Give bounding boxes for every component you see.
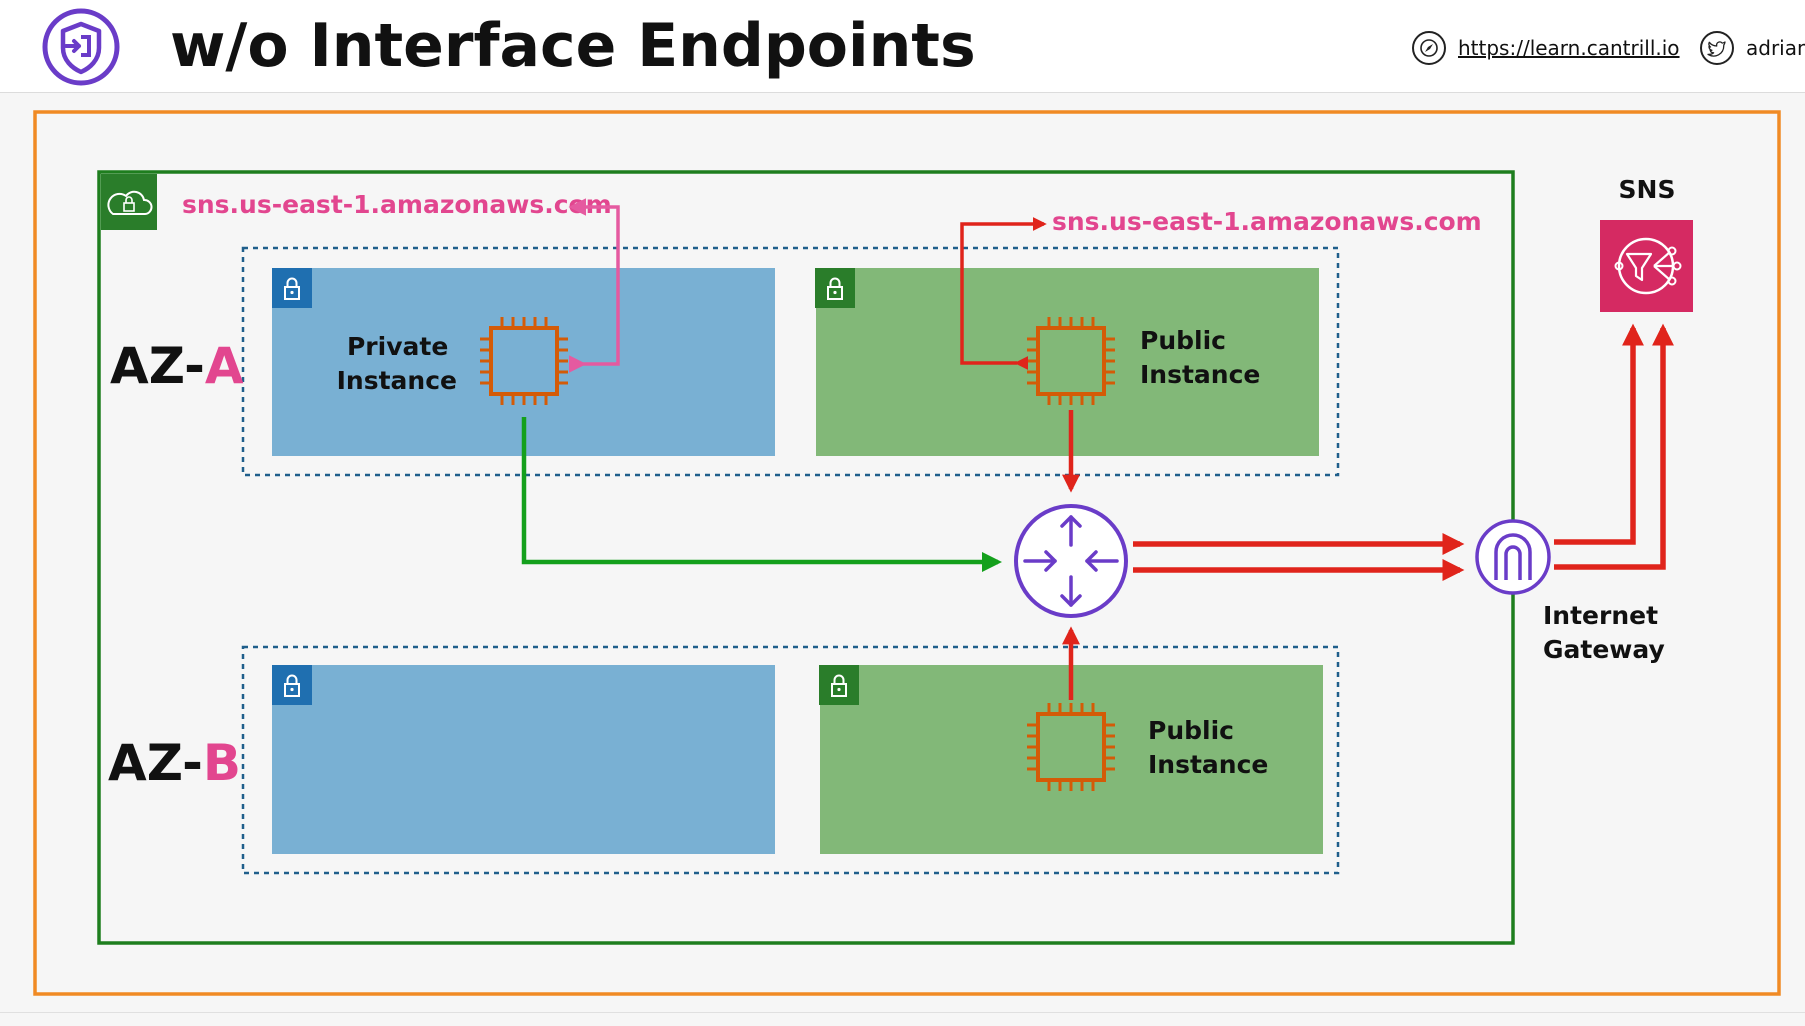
twitter-icon [1700,31,1734,65]
lock-icon [818,664,860,706]
igw-to-sns-arrow-2 [1554,323,1674,570]
az-b-label: AZ-B [108,734,241,792]
dns-lookup-arrow-public [960,217,1047,370]
dns-lookup-arrow-private [568,198,620,373]
website-link-group[interactable]: https://learn.cantrill.io [1412,28,1680,68]
sns-label: SNS [1619,175,1676,204]
private-subnet-b [272,665,775,854]
lock-icon [814,267,856,309]
shield-arrow-logo-icon [42,8,120,86]
sns-endpoint-label-right: sns.us-east-1.amazonaws.com [1052,207,1482,236]
page-title: w/o Interface Endpoints [170,11,976,81]
igw-to-sns-arrow-1 [1554,323,1644,545]
region-boundary [33,110,1781,996]
router-icon [1014,504,1128,618]
internet-gateway-label: Internet Gateway [1543,601,1667,664]
public-instance-a-label: Public Instance [1140,326,1260,389]
public-subnet-a [816,268,1319,456]
sns-service-icon [1600,220,1693,312]
footer-divider [0,1012,1805,1013]
private-instance-label: Private Instance [337,332,457,395]
internet-gateway-icon [1475,519,1551,595]
twitter-handle[interactable]: adrian [1746,36,1805,60]
sns-endpoint-label-left: sns.us-east-1.amazonaws.com [182,190,612,219]
az-a-boundary [241,246,1340,477]
lock-icon [271,664,313,706]
lock-icon [271,267,313,309]
public-instance-b-label: Public Instance [1148,716,1268,779]
compass-icon [1412,31,1446,65]
website-link[interactable]: https://learn.cantrill.io [1458,36,1680,60]
twitter-link-group[interactable]: adrian [1700,28,1805,68]
vpc-cloud-icon [101,174,157,230]
az-a-label: AZ-A [110,337,244,395]
private-traffic-arrow [521,417,1003,573]
header-bar: w/o Interface Endpoints https://learn.ca… [0,0,1805,93]
